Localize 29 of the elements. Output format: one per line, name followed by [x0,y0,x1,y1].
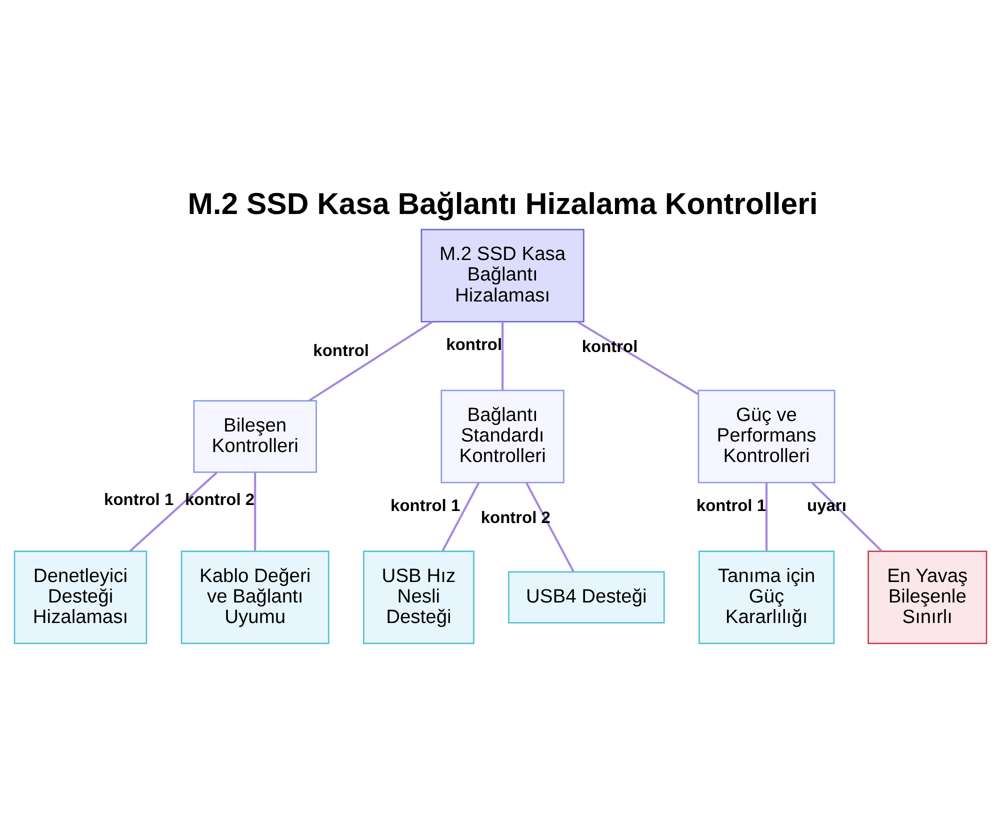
edge-label: kontrol 1 [390,496,460,515]
connector [810,482,882,552]
node-box: USB Hız Nesli Desteği [362,550,474,644]
node-box: Tanıma için Güç Kararlılığı [698,550,834,644]
connector [254,472,256,552]
connector [765,482,768,551]
connector [128,472,217,552]
connector [524,482,574,572]
connector [308,321,432,402]
node-box: Bağlantı Standardı Kontrolleri [440,390,564,484]
edge-label: kontrol [312,342,369,360]
connector [576,321,698,396]
edge-label: kontrol 1 [104,491,174,510]
edge-label: uyarı [806,496,846,515]
edge-label: kontrol [581,338,638,356]
node-box: M.2 SSD Kasa Bağlantı Hizalaması [420,228,584,322]
edge-label: kontrol [446,336,502,354]
node-box: Denetleyici Desteği Hizalaması [13,550,147,644]
node-box: En Yavaş Bileşenle Sınırlı [867,550,987,644]
edge-label: kontrol 2 [480,509,550,528]
node-box: Bileşen Kontrolleri [192,400,316,473]
edge-label: kontrol 1 [696,496,766,515]
node-box: USB4 Desteği [508,571,664,624]
connector [501,322,504,390]
node-box: Güç ve Performans Kontrolleri [697,390,835,484]
connector [441,482,480,552]
edge-label: kontrol 2 [184,491,254,510]
diagram-title: M.2 SSD Kasa Bağlantı Hizalama Kontrolleri [187,188,818,221]
node-box: Kablo Değeri ve Bağlantı Uyumu [180,550,329,644]
